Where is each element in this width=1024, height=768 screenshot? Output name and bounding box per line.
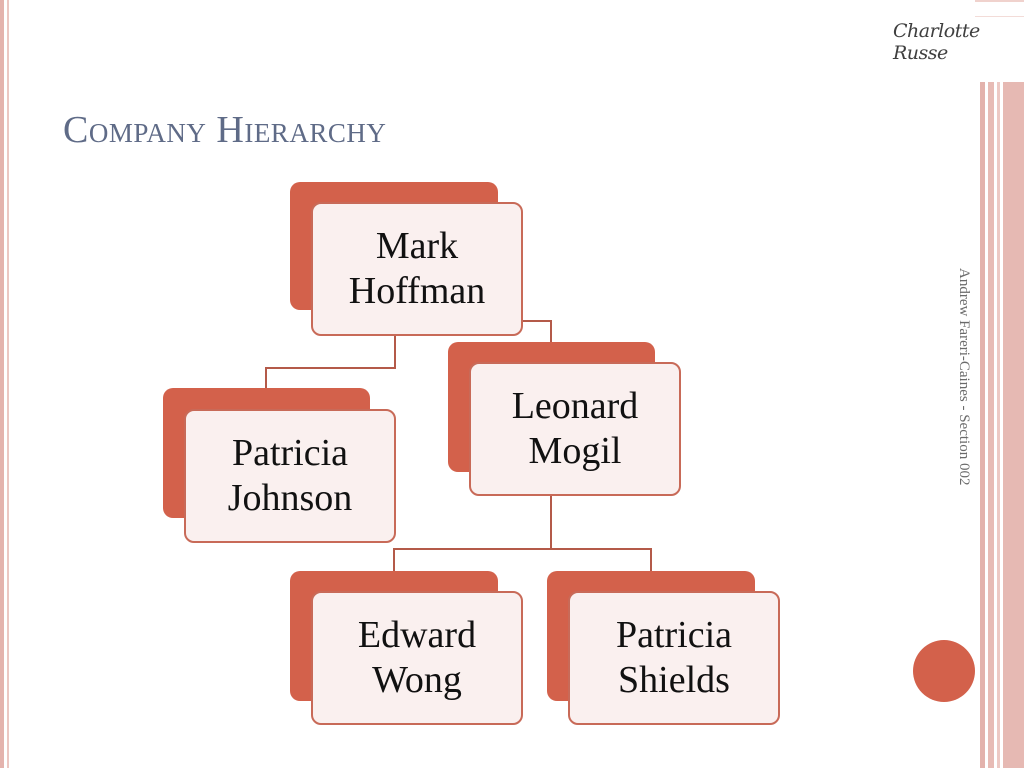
connector-leonard-to-edward (393, 478, 552, 573)
page-title: Company Hierarchy (63, 109, 387, 151)
left-border-stripe-inner (7, 0, 9, 768)
node-card-root: Mark Hoffman (311, 202, 523, 336)
node-card-child-2: Leonard Mogil (469, 362, 681, 496)
node-card-grandchild-1: Edward Wong (311, 591, 523, 725)
company-logo: Charlotte Russe (893, 20, 980, 64)
right-border-stripe-1 (980, 82, 985, 768)
node-card-child-1: Patricia Johnson (184, 409, 396, 543)
right-border-stripe-3 (997, 82, 1000, 768)
connector-root-to-patricia-johnson (265, 330, 396, 390)
top-right-line-2 (975, 16, 1024, 17)
node-card-grandchild-2: Patricia Shields (568, 591, 780, 725)
connector-leonard-to-patricia-shields (551, 548, 652, 573)
accent-circle (913, 640, 975, 702)
top-right-line (975, 0, 1024, 2)
author-section-label: Andrew Fareri-Caines - Section 002 (956, 268, 972, 486)
right-border-stripe-4 (1003, 82, 1024, 768)
left-border-stripe (0, 0, 4, 768)
right-border-stripe-2 (988, 82, 994, 768)
